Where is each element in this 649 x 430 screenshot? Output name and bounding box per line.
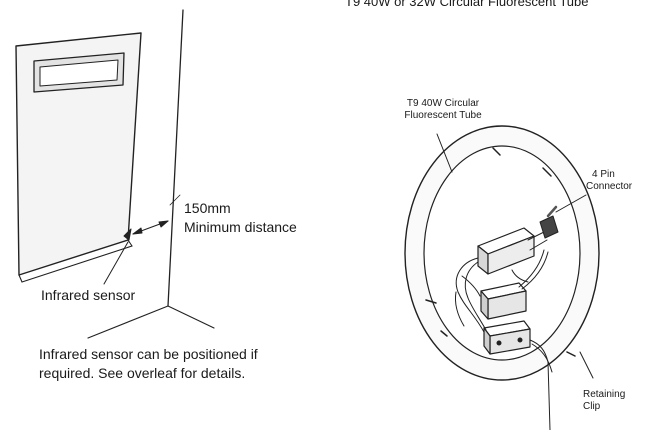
transformer-box: [483, 320, 531, 355]
wall-lines: [87, 9, 215, 339]
wiring: [455, 249, 553, 430]
distance-arrow: [132, 194, 181, 235]
tube-clips: [425, 147, 576, 357]
tube-label-line-2: Fluorescent Tube: [404, 109, 482, 121]
clip-leader-line: [579, 351, 594, 379]
mirror-display-window: [33, 52, 125, 93]
clip-label: Retaining Clip: [583, 389, 625, 412]
infrared-sensor-mark: [123, 228, 132, 241]
ballast-box: [477, 227, 548, 275]
tube-label: T9 40W Circular Fluorescent Tube: [388, 98, 498, 121]
tube-leader-line: [436, 133, 453, 173]
mirror-panel: [15, 32, 142, 283]
clip-label-line-1: Retaining: [583, 389, 626, 400]
four-pin-connector: [539, 205, 559, 239]
connector-label-line-1: 4 Pin: [592, 169, 615, 180]
sensor-label: Infrared sensor: [41, 287, 136, 303]
note-line-1: Infrared sensor can be positioned if: [39, 346, 258, 362]
distance-value-label: 150mm: [184, 200, 231, 216]
note-line-2: required. See overleaf for details.: [39, 365, 246, 381]
clip-label-line-2: Clip: [583, 400, 601, 412]
sensor-leader-line: [103, 241, 129, 285]
distance-text-label: Minimum distance: [184, 219, 297, 235]
connector-leader-line: [555, 194, 587, 213]
header-caption: T9 40W or 32W Circular Fluorescent Tube: [345, 0, 589, 9]
tube-label-line-1: T9 40W Circular: [406, 98, 480, 109]
connector-label: 4 Pin Connector: [586, 169, 632, 192]
control-module: [480, 282, 527, 320]
connector-label-line-2: Connector: [586, 180, 633, 192]
